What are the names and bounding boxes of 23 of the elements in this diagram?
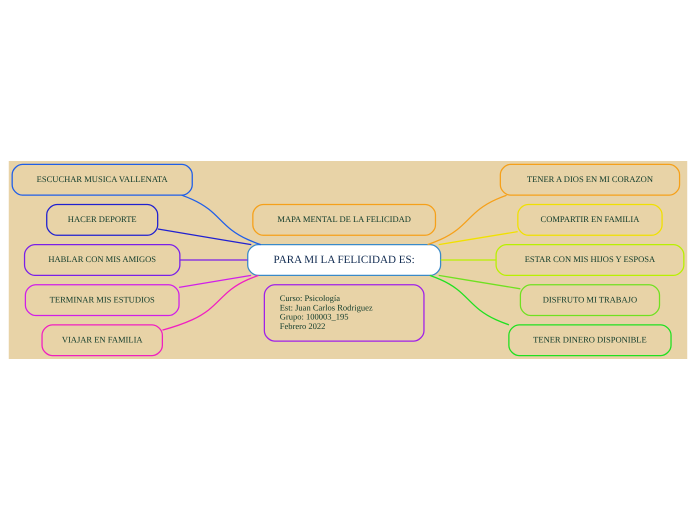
node-box: ESCUCHAR MUSICA VALLENATA [12,164,193,196]
connector [178,274,252,288]
connector [162,274,259,331]
node-box: TERMINAR MIS ESTUDIOS [24,284,180,316]
connector [427,194,507,246]
node-box: Curso: Psicología Est: Juan Carlos Rodriguez Grupo: 100003_195 Febrero 2022 [264,284,425,342]
connector [182,194,261,246]
connector [438,274,520,290]
connector [440,259,496,261]
connector [180,259,248,261]
node-box: PARA MI LA FELICIDAD ES: [247,244,442,276]
node-box: HACER DEPORTE [46,204,158,236]
node-box: MAPA MENTAL DE LA FELICIDAD [252,204,436,236]
node-box: ESTAR CON MIS HIJOS Y ESPOSA [495,244,684,276]
node-box: HABLAR CON MIS AMIGOS [24,244,180,276]
node-box: TENER A DIOS EN MI CORAZON [500,164,680,196]
connector [430,274,510,326]
node-box: VIAJAR EN FAMILIA [41,324,164,356]
node-box: COMPARTIR EN FAMILIA [517,204,663,236]
node-box: TENER DINERO DISPONIBLE [508,324,672,356]
connector [158,228,252,246]
node-box: DISFRUTO MI TRABAJO [520,284,660,316]
connector [438,231,518,246]
